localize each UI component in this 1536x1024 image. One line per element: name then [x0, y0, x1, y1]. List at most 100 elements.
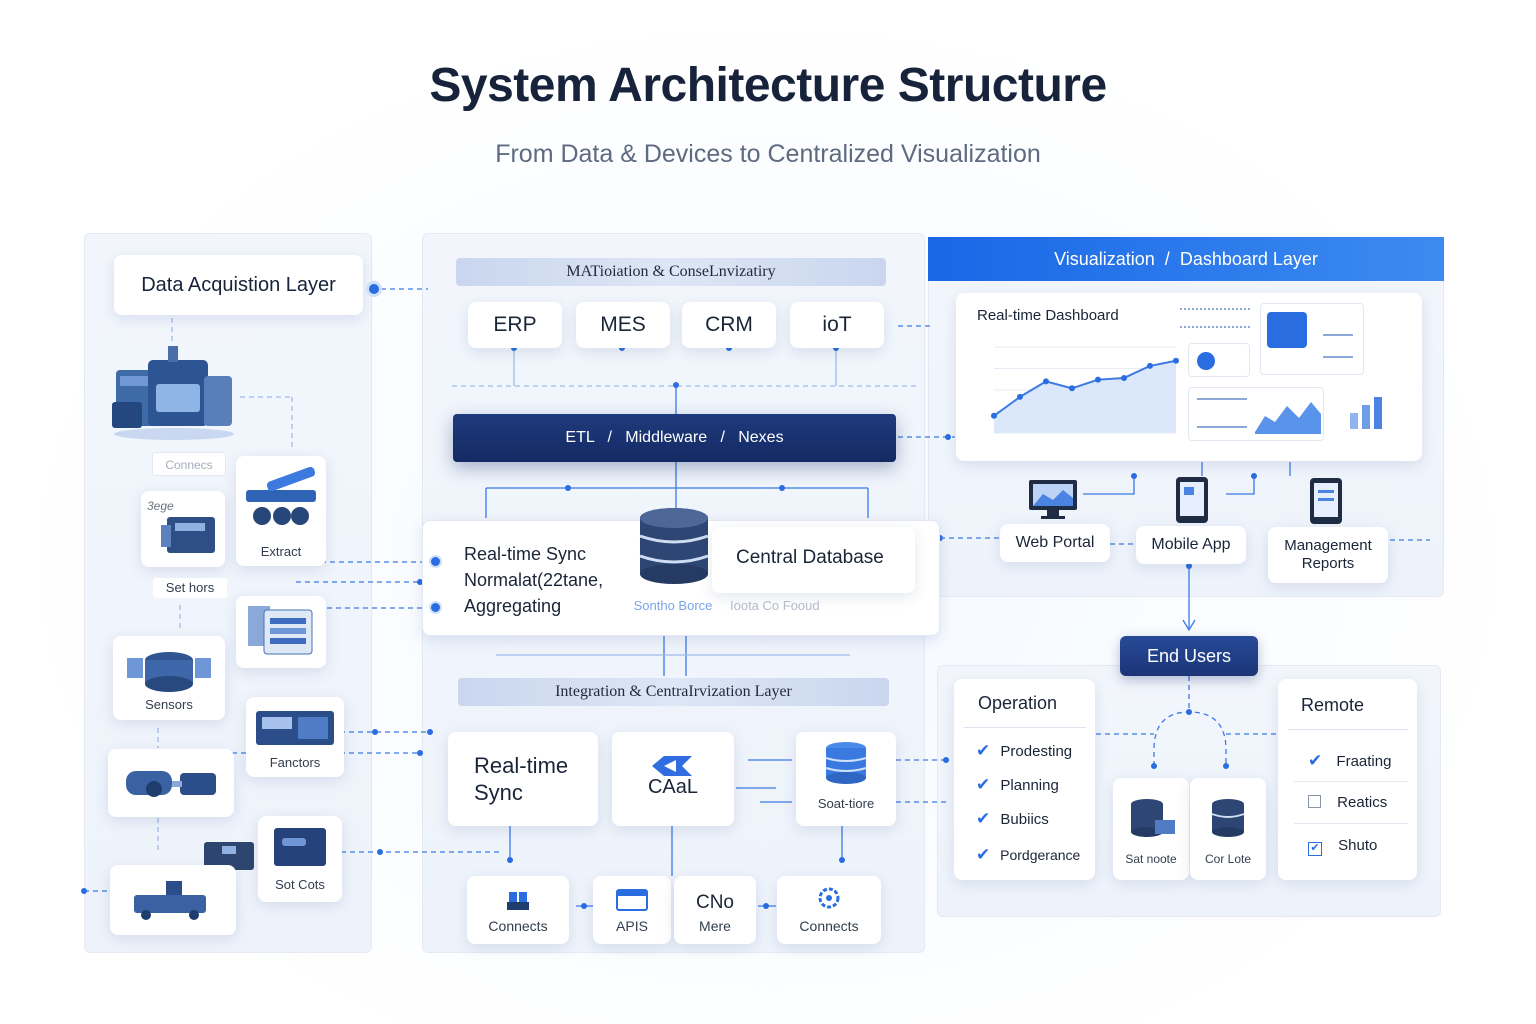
etl-middleware-label: ETL / Middleware / Nexes [565, 429, 784, 446]
operation-item[interactable]: ✔ Prodesting [976, 741, 1088, 761]
db-core-card[interactable]: Cor Lote [1190, 778, 1266, 880]
connects-left-card[interactable]: Connects [467, 876, 569, 944]
note-device-card[interactable]: 3ege [141, 491, 225, 567]
gear-icon [818, 887, 840, 909]
factors-card[interactable]: Fanctors [246, 697, 344, 777]
check-icon: ✔ [976, 845, 991, 864]
operation-card[interactable]: Operation ✔ Prodesting ✔ Planning ✔ Bubi… [954, 679, 1095, 880]
cno-label: CNo [695, 892, 734, 913]
remote-item[interactable]: ✔ Fraating [1308, 751, 1414, 771]
sot-cots-card[interactable]: Sot Cots [258, 816, 342, 902]
central-database-card[interactable]: Central Database [712, 527, 915, 593]
apis-card[interactable]: APIS [593, 876, 671, 944]
factors-label: Fanctors [269, 755, 321, 770]
db-core-label: Cor Lote [1204, 852, 1252, 866]
operation-item[interactable]: ✔ Bubiics [976, 809, 1088, 829]
bottom-integration-band: Integration & CentraIrvization Layer [458, 678, 889, 706]
operation-item-label: Pordgerance [1000, 847, 1081, 863]
remote-card[interactable]: Remote ✔ Fraating Reatics ✔ Shuto [1278, 679, 1417, 880]
operation-item[interactable]: ✔ Planning [976, 775, 1088, 795]
system-iot[interactable]: ioT [790, 302, 884, 348]
web-portal-card[interactable]: Web Portal [1000, 524, 1110, 562]
remote-title: Remote [1301, 695, 1365, 715]
db-node-card[interactable]: Sat noote [1113, 778, 1189, 880]
sync-dot-bottom [429, 601, 442, 614]
mobile-app-icon [1172, 475, 1212, 525]
connector-plug-icon [507, 892, 529, 910]
operation-title: Operation [978, 693, 1058, 713]
check-icon: ✔ [976, 775, 991, 794]
server-rack-icon [248, 606, 313, 655]
remote-item[interactable]: Reatics [1308, 794, 1414, 811]
storage-card[interactable]: Soat-tiore [796, 732, 896, 826]
sensors-card[interactable]: Sensors [113, 636, 225, 720]
connects-right-card[interactable]: Connects [777, 876, 881, 944]
motor-icon [126, 771, 216, 797]
remote-item-label: Reatics [1337, 794, 1388, 811]
remote-divider [1288, 729, 1408, 730]
operation-item[interactable]: ✔ Pordgerance [976, 845, 1094, 865]
realtime-sync-large-label: Real-time Sync [474, 753, 569, 805]
system-erp[interactable]: ERP [468, 302, 562, 348]
central-database-label: Central Database [736, 547, 884, 568]
list-lines [1197, 398, 1247, 428]
data-acquisition-layer-title: Data Acquistion Layer [141, 274, 336, 296]
control-unit-icon [256, 711, 334, 745]
page-title: System Architecture Structure [429, 59, 1107, 112]
cno-card[interactable]: CNo Mere [674, 876, 756, 944]
end-users-button[interactable]: End Users [1120, 636, 1258, 676]
dashboard-line-chart [991, 346, 1179, 434]
server-icon [1131, 799, 1175, 837]
chart-point [1095, 376, 1101, 383]
web-portal-icon [1027, 478, 1079, 522]
sot-cots-label: Sot Cots [275, 877, 325, 892]
management-reports-card[interactable]: Management Reports [1268, 527, 1388, 583]
machine-icon [108, 340, 238, 440]
remote-divider [1294, 781, 1408, 782]
chart-point [1017, 393, 1023, 400]
sync-line-2: Normalat(22tane, [464, 570, 604, 590]
checkbox-checked-icon[interactable]: ✔ [1308, 842, 1322, 856]
system-mes[interactable]: MES [576, 302, 670, 348]
top-integration-band: MATioiation & ConseLnvizatiry [456, 258, 886, 286]
check-icon: ✔ [976, 809, 991, 828]
server-rack-card[interactable] [236, 596, 326, 668]
data-acquisition-layer-card[interactable]: Data Acquistion Layer [114, 255, 363, 315]
chart-point [1173, 357, 1179, 364]
remote-item-label: Fraating [1336, 753, 1392, 770]
etl-middleware-bar[interactable]: ETL / Middleware / Nexes [453, 414, 896, 462]
connects-left-label: Connects [488, 918, 548, 934]
cal-card[interactable]: CAaL [612, 732, 734, 826]
sync-dot-top [429, 555, 442, 568]
check-icon: ✔ [976, 741, 991, 760]
remote-item[interactable]: ✔ Shuto [1308, 837, 1414, 856]
visualization-layer-header: Visualization / Dashboard Layer [928, 237, 1444, 281]
storage-icon [127, 652, 211, 692]
device-box-icon [161, 517, 215, 553]
database-icon [638, 506, 710, 588]
transport-card[interactable] [110, 865, 236, 935]
note-label: 3ege [147, 499, 174, 513]
checkbox-empty-icon[interactable] [1308, 795, 1321, 808]
chart-area [994, 360, 1176, 433]
extract-card[interactable]: Extract [236, 456, 326, 566]
operation-item-label: Bubiics [1000, 811, 1049, 828]
realtime-dashboard-card[interactable]: Real-time Dashboard [956, 293, 1422, 461]
db-node-label: Sat noote [1125, 852, 1177, 866]
conveyor-icon [246, 466, 316, 525]
layer-connector-icon [366, 281, 382, 297]
storage-label: Soat-tiore [817, 796, 875, 811]
cal-label: CAaL [647, 776, 699, 798]
motor-card[interactable] [108, 749, 234, 817]
mobile-app-card[interactable]: Mobile App [1136, 526, 1246, 564]
realtime-sync-large-card[interactable]: Real-time Sync [448, 732, 598, 826]
apis-label: APIS [616, 918, 648, 934]
management-reports-icon [1306, 476, 1346, 526]
management-reports-label: Management Reports [1284, 537, 1372, 572]
dashboard-widget-tile [1260, 303, 1364, 375]
system-crm[interactable]: CRM [682, 302, 776, 348]
realtime-sync-card[interactable]: Real-time Sync Normalat(22tane, Aggregat… [442, 530, 620, 628]
chart-point [1043, 378, 1049, 385]
chart-point [1147, 362, 1153, 369]
remote-item-label: Shuto [1338, 837, 1378, 854]
